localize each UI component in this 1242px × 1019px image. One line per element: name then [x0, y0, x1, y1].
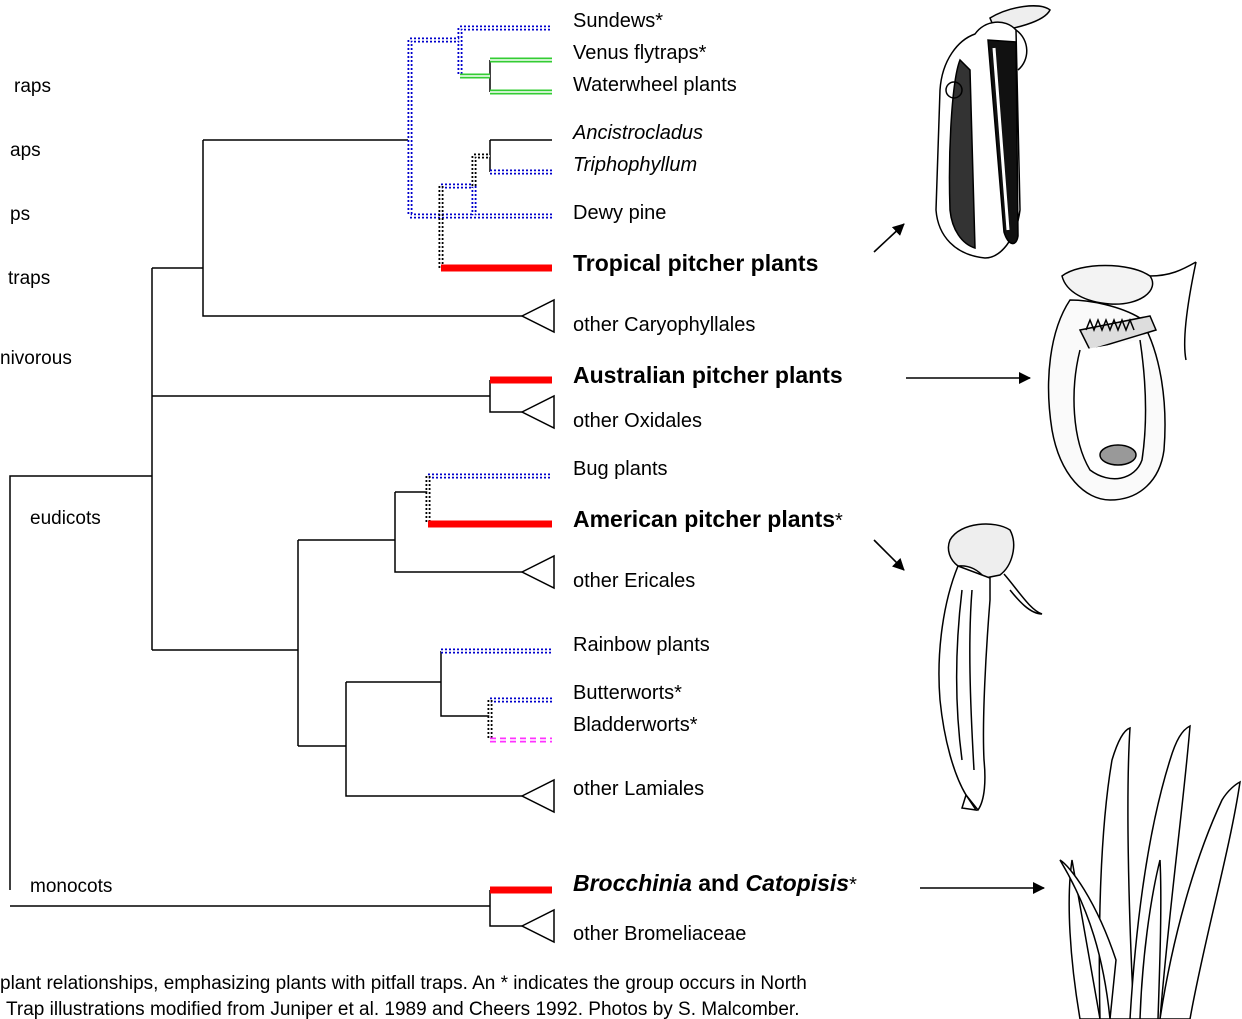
triangle-lamiales: [522, 780, 554, 812]
american-pitcher-illustration: [939, 524, 1042, 810]
label-waterwheel: Waterwheel plants: [573, 74, 737, 96]
legend-fragment-1: raps: [14, 76, 51, 97]
brocchinia-illustration: [1060, 726, 1240, 1019]
legend-fragment-3: ps: [10, 204, 30, 225]
label-rainbow-plants: Rainbow plants: [573, 634, 710, 656]
tropical-pitcher-illustration: [936, 6, 1050, 258]
legend-fragments: raps aps ps traps nivorous: [0, 76, 72, 369]
label-australian-pitcher: Australian pitcher plants: [573, 362, 843, 388]
label-tropical-pitcher: Tropical pitcher plants: [573, 250, 818, 276]
collapsed-clades: [522, 300, 554, 942]
arrow-american: [874, 540, 904, 570]
triangle-bromeliaceae: [522, 910, 554, 942]
taxon-labels: Sundews* Venus flytraps* Waterwheel plan…: [572, 10, 857, 945]
label-venus-flytraps: Venus flytraps*: [573, 42, 707, 64]
triangle-oxidales: [522, 396, 554, 428]
tree-branches: [10, 60, 552, 926]
label-american-pitcher: American pitcher plants*: [573, 506, 843, 532]
figure-caption: plant relationships, emphasizing plants …: [0, 973, 807, 1019]
arrow-tropical: [874, 224, 904, 252]
label-brocchinia-catopsis: Brocchinia and Catopisis*: [573, 870, 857, 896]
triangle-caryophyllales: [522, 300, 554, 332]
label-other-lamiales: other Lamiales: [573, 778, 704, 800]
label-butterworts: Butterworts*: [573, 682, 682, 704]
label-other-caryophyllales: other Caryophyllales: [573, 314, 755, 336]
caption-line-1: plant relationships, emphasizing plants …: [0, 973, 807, 994]
label-other-ericales: other Ericales: [573, 570, 695, 592]
sticky-branches: [410, 28, 552, 700]
triangle-ericales: [522, 556, 554, 588]
label-ancistrocladus: Ancistrocladus: [572, 122, 703, 144]
australian-pitcher-illustration: [1049, 262, 1196, 500]
label-bladderworts: Bladderworts*: [573, 714, 698, 736]
caption-line-2: Trap illustrations modified from Juniper…: [6, 999, 799, 1019]
label-sundews: Sundews*: [573, 10, 663, 32]
legend-fragment-4: traps: [8, 268, 50, 289]
label-other-bromeliaceae: other Bromeliaceae: [573, 923, 746, 945]
label-dewy-pine: Dewy pine: [573, 202, 666, 224]
label-triphophyllum: Triphophyllum: [573, 154, 697, 176]
legend-fragment-2: aps: [10, 140, 41, 161]
snap-trap-branches: [460, 60, 552, 92]
label-bug-plants: Bug plants: [573, 458, 668, 480]
root-branch: [10, 476, 152, 890]
legend-fragment-5: nivorous: [0, 348, 72, 369]
clade-label-monocots: monocots: [30, 876, 112, 897]
label-other-oxidales: other Oxidales: [573, 410, 702, 432]
clade-label-eudicots: eudicots: [30, 508, 101, 529]
